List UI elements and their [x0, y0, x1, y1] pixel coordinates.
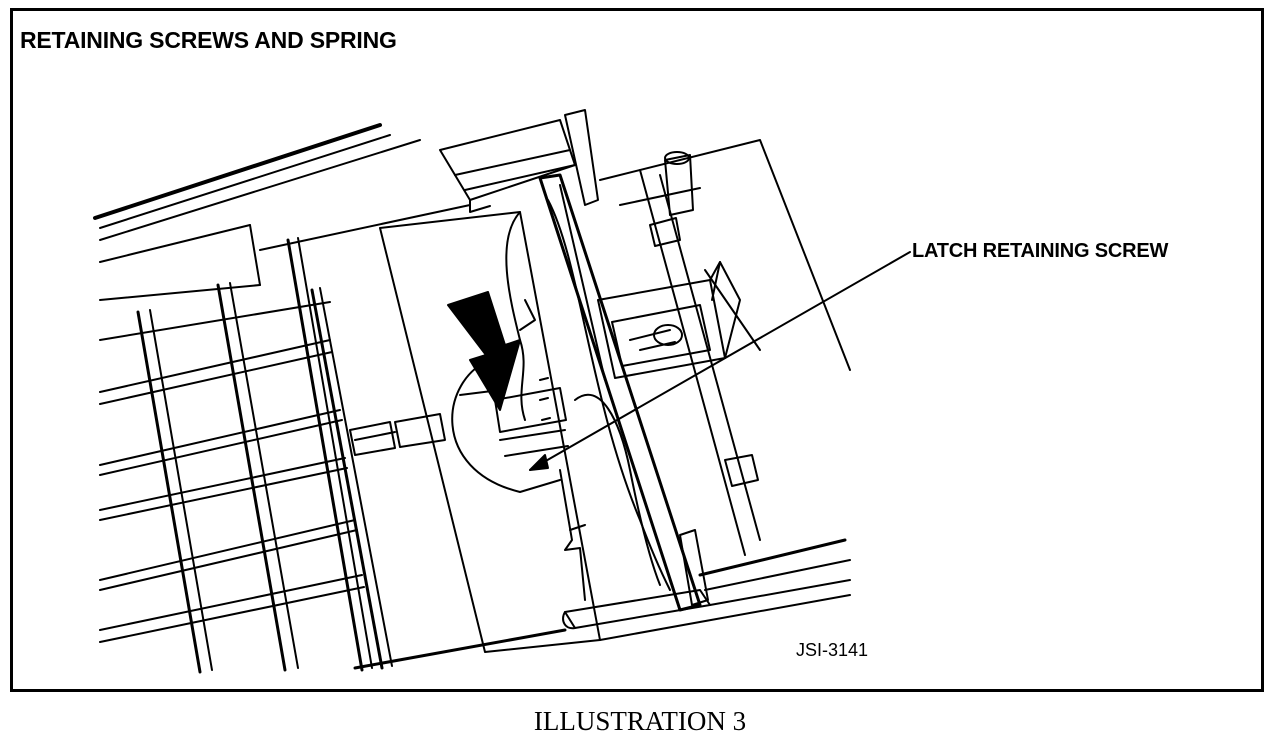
diagram-title: RETAINING SCREWS AND SPRING [20, 27, 397, 53]
right-bracket [597, 261, 761, 379]
bottom-rail [353, 529, 851, 670]
top-bracket [439, 109, 599, 213]
right-panel [599, 139, 851, 556]
figure-id: JSI-3141 [796, 640, 869, 660]
left-rail [93, 123, 471, 341]
callout-leader-tip [529, 454, 549, 471]
latch-housing [451, 211, 586, 601]
door-rail [538, 173, 702, 612]
pointer-arrow [447, 291, 521, 411]
center-plate [349, 211, 601, 653]
rack-grid [99, 237, 393, 674]
callout-label: LATCH RETAINING SCREW [912, 240, 1169, 262]
callout-leader-line [529, 251, 911, 471]
illustration-frame [10, 8, 1264, 692]
illustration-caption: ILLUSTRATION 3 [533, 706, 747, 736]
